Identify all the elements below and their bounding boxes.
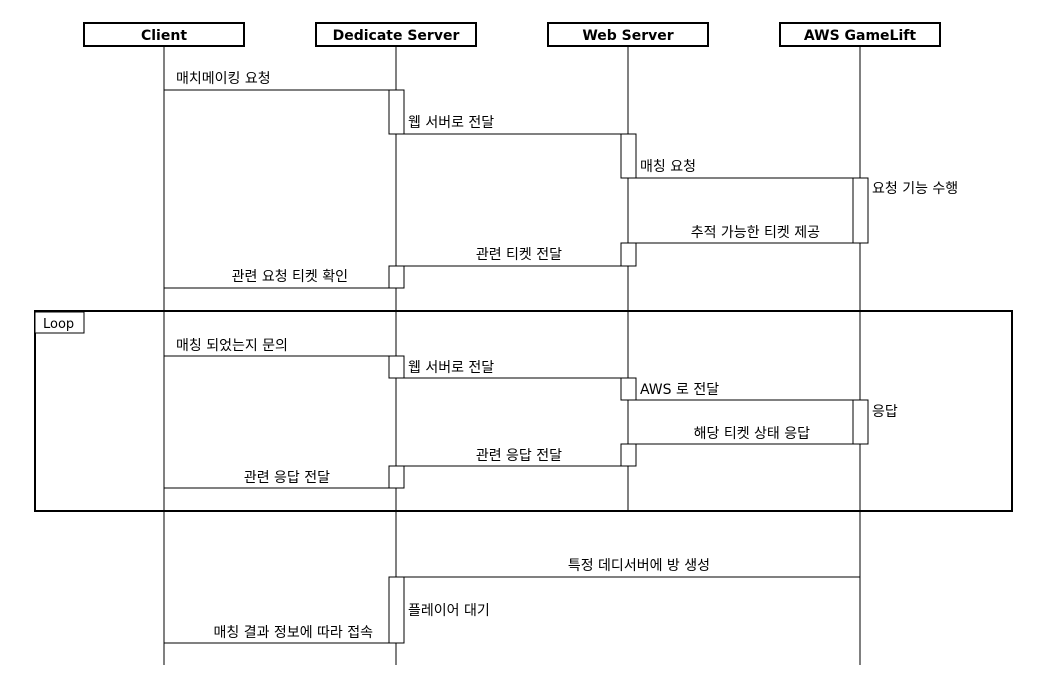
activation-dedicate-3 [388,355,405,379]
actor-client-box [83,22,245,47]
activation-web-3 [620,377,637,401]
actor-web-server-box [547,22,709,47]
message-label-14: 관련 응답 전달 [244,470,330,486]
message-label-15: 특정 데디서버에 방 생성 [568,558,710,574]
activation-dedicate-5 [388,576,405,644]
loop-frame: Loop [34,310,1013,512]
activation-dedicate-1 [388,89,405,135]
loop-label: Loop [43,317,74,332]
message-label-2: 웹 서버로 전달 [408,115,494,131]
actor-aws-gamelift-box [779,22,941,47]
message-label-8: 매칭 되었는지 문의 [176,338,288,354]
actor-aws-gamelift-label: AWS GameLift [804,28,916,44]
actor-dedicate-server-label: Dedicate Server [333,28,460,44]
activation-web-4 [620,443,637,467]
message-label-1: 매치메이킹 요청 [176,71,271,87]
message-label-3: 매칭 요청 [640,159,696,175]
message-label-5: 추적 가능한 티켓 제공 [691,225,820,241]
activation-gamelift-1 [852,177,869,244]
activation-dedicate-4 [388,465,405,489]
message-label-11: 응답 [872,404,898,420]
message-label-6: 관련 티켓 전달 [476,247,562,263]
message-label-13: 관련 응답 전달 [476,448,562,464]
message-label-17: 매칭 결과 정보에 따라 접속 [214,625,374,641]
actor-web-server-label: Web Server [582,28,673,44]
message-label-7: 관련 요청 티켓 확인 [232,269,348,285]
actor-dedicate-server: Dedicate Server [315,22,477,47]
message-label-9: 웹 서버로 전달 [408,360,494,376]
activation-web-1 [620,133,637,179]
actor-client-label: Client [141,28,187,44]
actor-client: Client [83,22,245,47]
activation-gamelift-2 [852,399,869,445]
message-label-4: 요청 기능 수행 [872,181,958,197]
loop-frame-tab [34,311,85,334]
message-label-16: 플레이어 대기 [408,603,490,619]
actor-dedicate-server-box [315,22,477,47]
message-label-10: AWS 로 전달 [640,382,719,398]
actor-aws-gamelift: AWS GameLift [779,22,941,47]
activation-web-2 [620,242,637,267]
loop-frame-border [34,310,1013,512]
message-label-12: 해당 티켓 상태 응답 [694,426,811,442]
activation-dedicate-2 [388,265,405,289]
actor-web-server: Web Server [547,22,709,47]
